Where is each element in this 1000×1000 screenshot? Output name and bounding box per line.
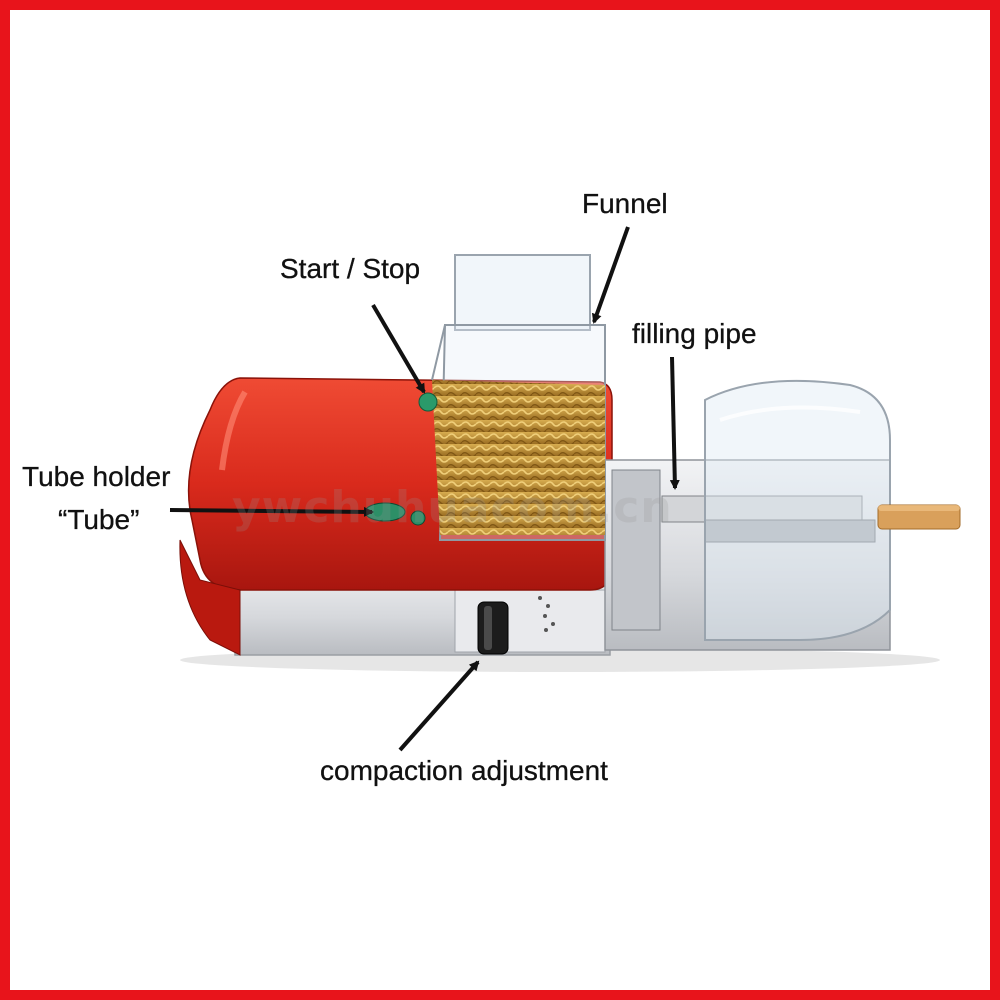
red-front-panel: [179, 539, 241, 656]
tube-holder-arrow: [169, 506, 374, 517]
machine-illustration: [169, 226, 961, 752]
start-stop-arrow: [371, 303, 426, 394]
funnel-lid: [454, 254, 591, 331]
watermark: ywchuhuacom.cn: [232, 482, 673, 533]
mechanism-block: [611, 469, 661, 631]
filling-pipe-rod: [661, 495, 863, 523]
label-tube-holder: Tube holder: [22, 461, 171, 492]
label-tube: “Tube”: [58, 504, 140, 535]
start-stop-switch: [418, 392, 438, 412]
compaction-arrow: [398, 660, 480, 752]
label-filling-pipe: filling pipe: [632, 318, 757, 349]
label-start-stop: Start / Stop: [280, 253, 421, 284]
tobacco: [432, 380, 605, 535]
label-compaction-adjustment: compaction adjustment: [320, 755, 608, 786]
compaction-knob: [477, 601, 509, 655]
funnel-arrow: [591, 226, 630, 324]
label-funnel: Funnel: [582, 188, 668, 219]
clear-cover: [704, 379, 891, 641]
filling-pipe-arrow: [669, 356, 680, 490]
